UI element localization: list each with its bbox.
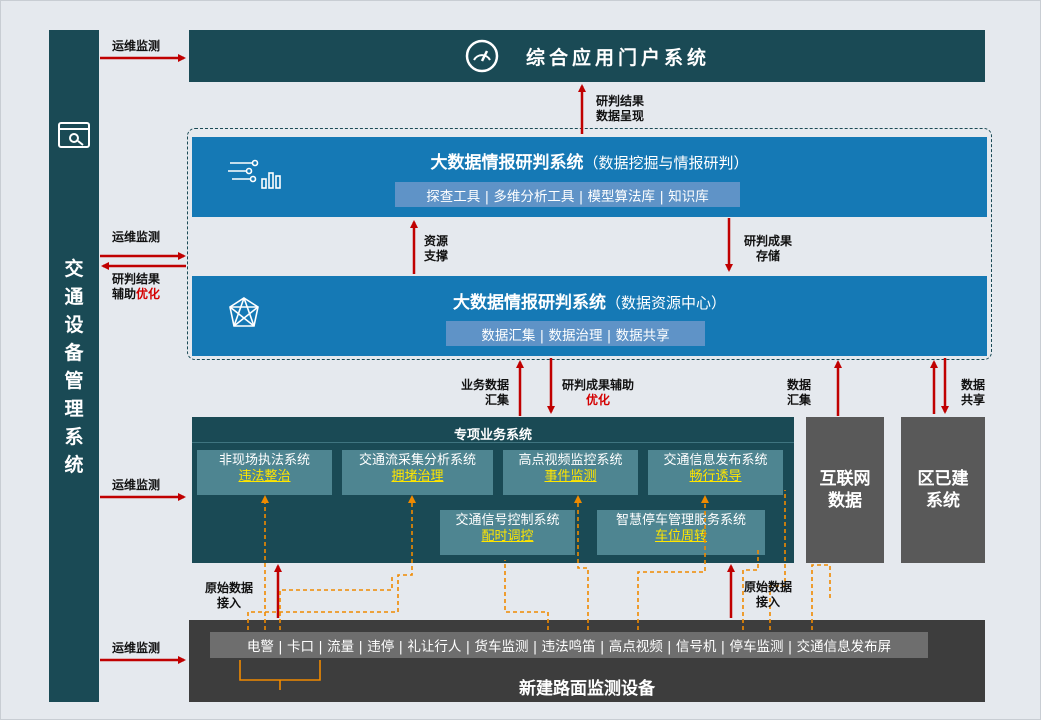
subsystem-name: 交通信号控制系统	[455, 513, 560, 528]
bigdata-bottom-tools: 数据汇集 | 数据治理 | 数据共享	[446, 321, 705, 346]
monitor-settings-icon	[58, 122, 90, 148]
ops-label: 运维监测	[112, 641, 161, 655]
subsystem-tag: 配时调控	[481, 529, 534, 544]
store-label-line2: 存储	[756, 249, 781, 263]
raw-right-label: 原始数据 接入	[744, 580, 792, 610]
bigdata-bottom-title: 大数据情报研判系统	[452, 293, 606, 313]
ops-label: 运维监测	[112, 478, 161, 492]
opt-label-line2: 优化	[586, 393, 611, 407]
bigdata-top-subtitle: （数据挖掘与情报研判）	[583, 154, 749, 172]
judge-label-line2: 辅助优化	[112, 287, 160, 302]
raw-left-label-line2: 接入	[217, 596, 242, 610]
judge-label-line1: 研判结果	[112, 272, 161, 286]
biz-label-line1: 业务数据	[460, 378, 509, 392]
inet-label-line2: 汇集	[787, 393, 812, 407]
store-label-line1: 研判成果	[744, 234, 793, 248]
subsystem-card: 交通流采集分析系统 拥堵治理	[342, 450, 493, 495]
subsystem-tag: 车位周转	[654, 529, 707, 544]
resource-label-line1: 资源	[424, 234, 449, 248]
subsystem-name: 智慧停车管理服务系统	[615, 513, 746, 528]
subsystem-card: 非现场执法系统 违法整治	[197, 450, 332, 495]
bigdata-bottom-subtitle: （数据资源中心）	[605, 294, 726, 312]
portal-title: 综合应用门户系统	[525, 46, 710, 69]
inet-label: 数据 汇集	[787, 378, 811, 408]
subsystem-tag: 拥堵治理	[391, 469, 444, 484]
data-flow-icon	[228, 159, 281, 189]
subsystem-card: 交通信息发布系统 畅行诱导	[648, 450, 783, 495]
portal-arrow-label: 研判结果 数据呈现	[596, 94, 644, 124]
share-label-line2: 共享	[961, 393, 986, 407]
subsystem-tag: 畅行诱导	[689, 469, 742, 484]
portal-arrow-label-line2: 数据呈现	[596, 109, 645, 123]
opt-label-line1: 研判成果辅助	[562, 378, 635, 392]
subsystem-name: 交通流采集分析系统	[358, 453, 476, 468]
subsystem-tag: 违法整治	[238, 469, 291, 484]
bigdata-top-title: 大数据情报研判系统	[430, 153, 584, 173]
judge-label-opt: 优化	[136, 287, 161, 301]
ops-label: 运维监测	[112, 230, 161, 244]
biz-label: 业务数据 汇集	[441, 378, 509, 408]
bigdata-top-tools: 探查工具 | 多维分析工具 | 模型算法库 | 知识库	[395, 182, 740, 207]
special-header-bar	[192, 418, 794, 443]
bigdata-bottom-heading: 大数据情报研判系统（数据资源中心）	[192, 288, 987, 313]
devices-title: 新建路面监测设备	[519, 679, 655, 699]
inet-label-line1: 数据	[787, 378, 812, 392]
raw-left-label: 原始数据 接入	[205, 581, 253, 611]
network-icon	[229, 297, 259, 327]
bigdata-top-heading: 大数据情报研判系统（数据挖掘与情报研判）	[192, 148, 987, 173]
subsystem-card: 高点视频监控系统 事件监测	[503, 450, 638, 495]
left-system-title: 交通设备管理系统	[64, 258, 84, 476]
store-label: 研判成果 存储	[744, 234, 792, 264]
share-label-line1: 数据	[961, 378, 986, 392]
special-title: 专项业务系统	[453, 428, 532, 443]
internet-title: 互联网 数据	[819, 469, 871, 511]
subsystem-card: 智慧停车管理服务系统 车位周转	[597, 510, 765, 555]
opt-label: 研判成果辅助 优化	[562, 378, 634, 408]
judge-label: 研判结果 辅助优化	[112, 272, 160, 302]
bigdata-container	[187, 128, 992, 360]
subsystem-tag: 事件监测	[544, 469, 597, 484]
resource-label: 资源 支撑	[424, 234, 448, 264]
subsystem-name: 非现场执法系统	[218, 453, 310, 468]
district-title: 区已建 系统	[917, 469, 969, 511]
subsystem-name: 交通信息发布系统	[663, 453, 768, 468]
devices-items: 电警 | 卡口 | 流量 | 违停 | 礼让行人 | 货车监测 | 违法鸣笛 |…	[210, 632, 928, 658]
biz-label-line2: 汇集	[484, 393, 509, 407]
share-label: 数据 共享	[961, 378, 985, 408]
judge-label-aux: 辅助	[112, 287, 137, 301]
raw-right-label-line1: 原始数据	[744, 580, 793, 594]
subsystem-name: 高点视频监控系统	[518, 453, 623, 468]
raw-left-label-line1: 原始数据	[205, 581, 254, 595]
gauge-icon	[465, 39, 499, 73]
subsystem-card: 交通信号控制系统 配时调控	[440, 510, 575, 555]
ops-label: 运维监测	[112, 39, 161, 53]
resource-label-line2: 支撑	[424, 249, 449, 263]
raw-right-label-line2: 接入	[756, 595, 781, 609]
district-panel: 区已建 系统	[901, 417, 985, 563]
portal-arrow-label-line1: 研判结果	[596, 94, 645, 108]
internet-panel: 互联网 数据	[806, 417, 884, 563]
portal-panel: 综合应用门户系统	[189, 30, 985, 82]
